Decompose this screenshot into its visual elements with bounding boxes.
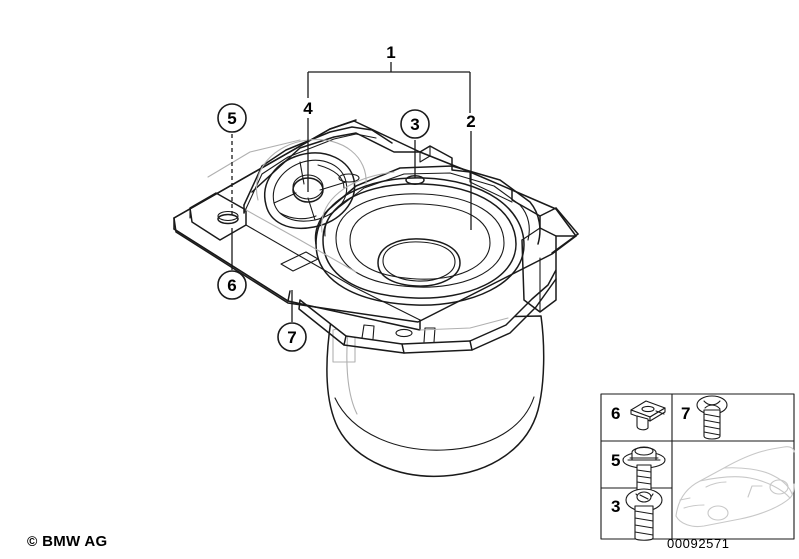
callout-label-2: 2 bbox=[466, 112, 475, 131]
callout-circle-6[interactable] bbox=[217, 270, 247, 300]
callout-label-4: 4 bbox=[303, 99, 313, 118]
mounting-plate bbox=[173, 119, 579, 331]
callout-label-3: 3 bbox=[410, 115, 419, 134]
cage-nut-icon bbox=[630, 400, 666, 431]
callout-6[interactable]: 6 bbox=[217, 228, 247, 300]
speaker-lower-flange bbox=[298, 269, 557, 354]
torx-screw-icon bbox=[625, 488, 663, 541]
bass-speaker-assembly-drawing bbox=[173, 119, 579, 478]
callout-circle-7[interactable] bbox=[277, 322, 307, 352]
copyright-notice: © BMW AG bbox=[27, 533, 108, 550]
fastener-legend: 6 7 bbox=[600, 393, 795, 541]
callout-label-6: 6 bbox=[227, 276, 236, 295]
callout-label-1: 1 bbox=[386, 43, 395, 62]
callout-label-7: 7 bbox=[287, 328, 296, 347]
hidden-construction-lines bbox=[245, 171, 509, 331]
diagram-id-label: 00092571 bbox=[667, 536, 730, 551]
car-silhouette-icon bbox=[675, 446, 795, 528]
legend-number-7: 7 bbox=[681, 404, 690, 423]
legend-item-3[interactable]: 3 bbox=[611, 488, 663, 541]
callout-7[interactable]: 7 bbox=[277, 290, 307, 352]
flanged-screw-icon bbox=[622, 446, 666, 495]
legend-number-6: 6 bbox=[611, 404, 620, 423]
legend-number-3: 3 bbox=[611, 497, 620, 516]
callout-circle-5[interactable] bbox=[217, 103, 247, 133]
callout-3[interactable]: 3 bbox=[400, 109, 430, 178]
callout-label-5: 5 bbox=[227, 109, 236, 128]
callout-4[interactable]: 4 bbox=[303, 99, 313, 192]
callout-2[interactable]: 2 bbox=[466, 112, 476, 230]
legend-item-6[interactable]: 6 bbox=[611, 400, 666, 431]
speaker-bracket-arm bbox=[207, 126, 393, 214]
copyright-text: BMW AG bbox=[42, 533, 108, 550]
legend-item-7[interactable]: 7 bbox=[681, 395, 728, 440]
speaker-cone bbox=[315, 177, 525, 306]
copyright-symbol: © bbox=[27, 533, 38, 549]
callout-5[interactable]: 5 bbox=[217, 103, 247, 216]
callout-circle-3[interactable] bbox=[400, 109, 430, 139]
legend-number-5: 5 bbox=[611, 451, 620, 470]
callout-1[interactable]: 1 bbox=[307, 43, 471, 113]
tapping-screw-icon bbox=[696, 395, 728, 440]
legend-item-5[interactable]: 5 bbox=[611, 446, 666, 495]
